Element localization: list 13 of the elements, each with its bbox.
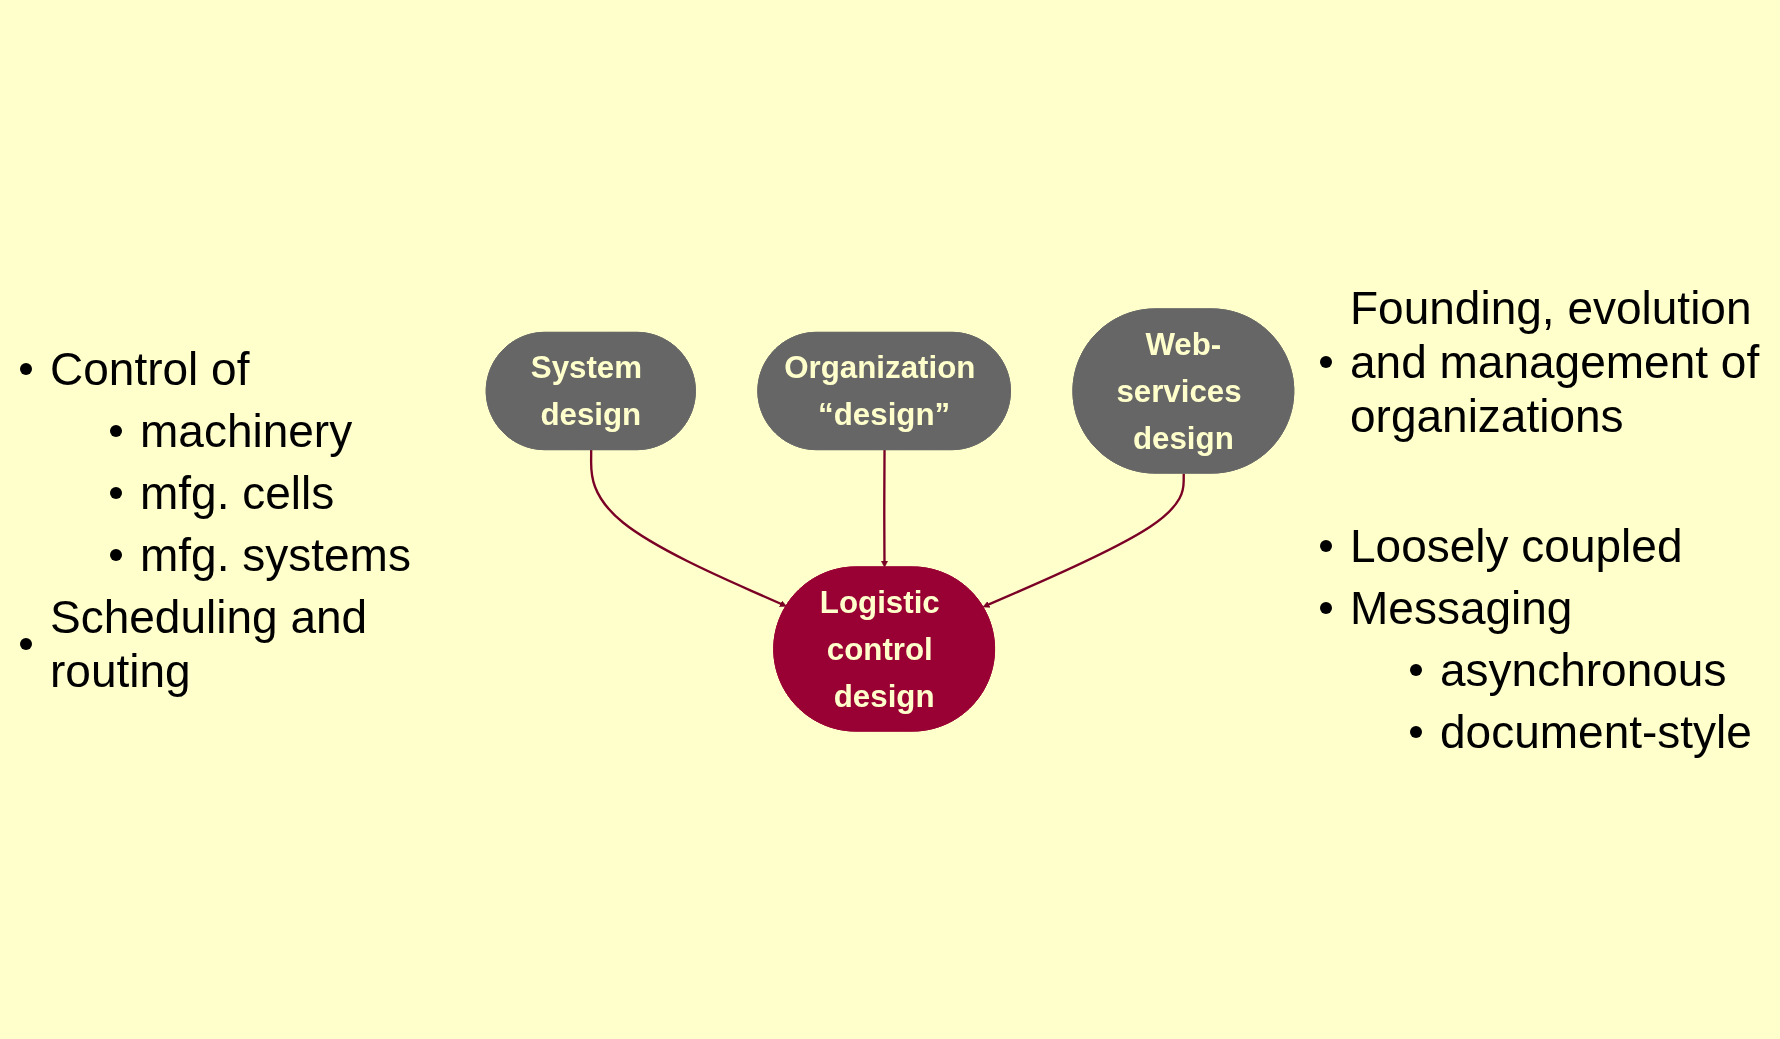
arrow (881, 449, 888, 568)
bullet-text: Loosely coupled (1350, 518, 1683, 573)
arrow (982, 472, 1185, 608)
bullet-text: asynchronous (1440, 642, 1727, 697)
bullet-text: mfg. cells (140, 465, 335, 520)
bullet-text: Scheduling and routing (50, 589, 369, 698)
bullet-text: machinery (140, 403, 353, 458)
bullet-text: Control of (50, 341, 250, 396)
bullet-text: Founding, evolution and management of organizations (1350, 280, 1760, 443)
bullet-text: mfg. systems (140, 527, 411, 582)
bullet-text: Messaging (1350, 580, 1573, 635)
arrow (589, 449, 787, 607)
bullet-text: document-style (1440, 704, 1752, 759)
